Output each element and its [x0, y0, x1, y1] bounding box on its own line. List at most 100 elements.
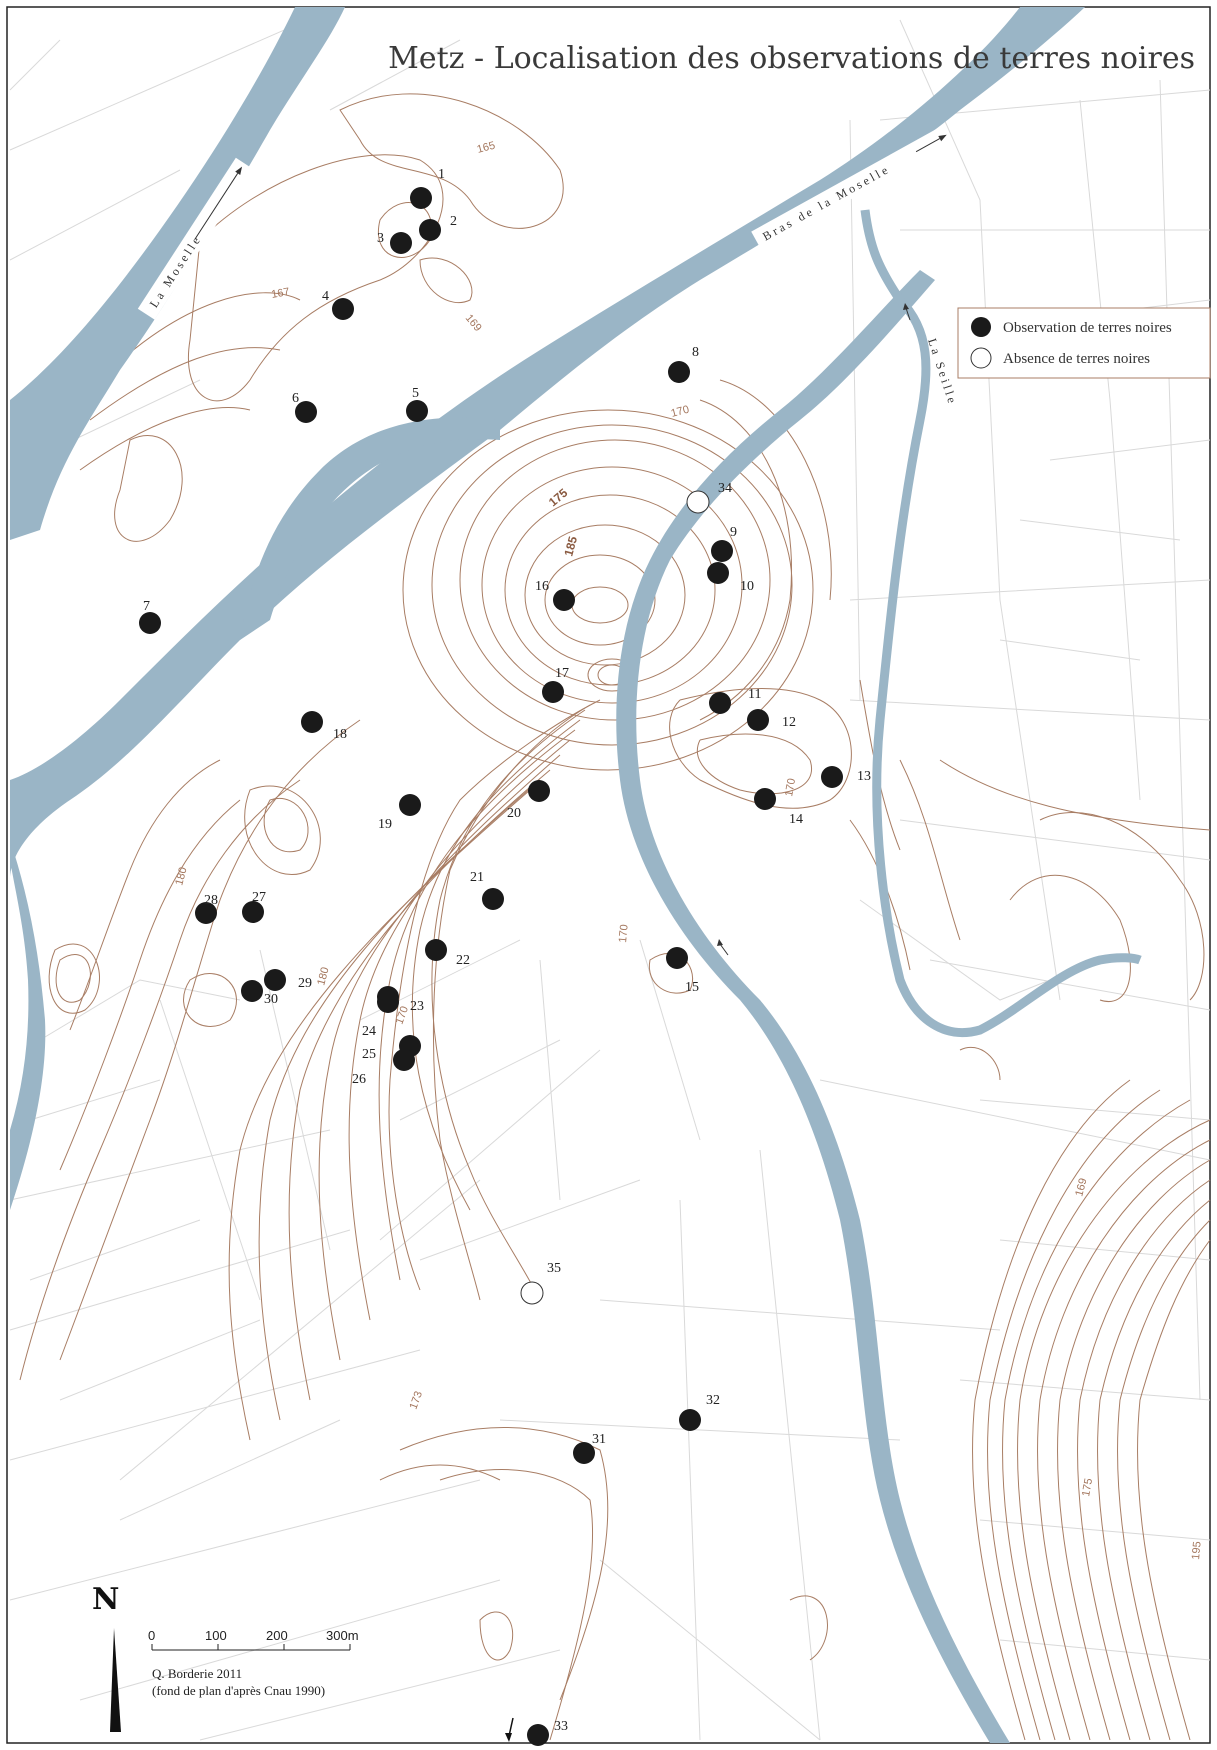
observation-label: 12: [782, 715, 796, 730]
observation-marker-present: [241, 980, 263, 1002]
map-title: Metz - Localisation des observations de …: [388, 41, 1195, 76]
observation-marker-present: [679, 1409, 701, 1431]
observation-label: 9: [730, 525, 737, 540]
observation-label: 8: [692, 345, 699, 360]
observation-marker-present: [195, 902, 217, 924]
south-arrow: [717, 939, 729, 956]
observation-marker-absent: [686, 490, 710, 514]
scale-tick-label: 100: [205, 1628, 227, 1643]
observation-label: 24: [362, 1024, 376, 1039]
observation-marker-absent: [520, 1281, 544, 1305]
observation-label: 20: [507, 806, 521, 821]
observation-label: 23: [410, 999, 424, 1014]
contour-label: 167: [270, 286, 290, 301]
contour-label: 195: [1190, 1541, 1204, 1560]
observation-marker-present: [377, 991, 399, 1013]
observation-label: 17: [555, 666, 569, 681]
observation-marker-present: [821, 766, 843, 788]
observation-label: 30: [264, 992, 278, 1007]
scale-tick-label: 0: [148, 1628, 155, 1643]
river-moselle-lower: [10, 840, 46, 1210]
legend-absent-label: Absence de terres noires: [1003, 351, 1150, 367]
legend-marker-absent: [970, 347, 992, 369]
contour-label: 170: [617, 924, 631, 943]
observation-label: 2: [450, 214, 457, 229]
observation-marker-present: [406, 400, 428, 422]
observation-marker-present: [264, 969, 286, 991]
observation-label: 25: [362, 1047, 376, 1062]
legend: Observation de terres noires Absence de …: [957, 307, 1211, 379]
observation-label: 11: [748, 687, 761, 702]
observation-marker-present: [527, 1724, 549, 1746]
river-seille: [860, 209, 1142, 1038]
observation-marker-present: [709, 692, 731, 714]
observation-marker-present: [399, 794, 421, 816]
contour-label: 185: [561, 534, 580, 557]
observation-label: 5: [412, 386, 419, 401]
observation-marker-present: [542, 681, 564, 703]
observation-marker-present: [482, 888, 504, 910]
contour-label: 180: [315, 966, 331, 987]
observation-label: 4: [322, 289, 329, 304]
credit-author: Q. Borderie 2011: [152, 1666, 242, 1681]
contour-label: 173: [408, 1390, 426, 1411]
observation-label: 28: [204, 893, 218, 908]
observation-marker-present: [711, 540, 733, 562]
observation-marker-present: [553, 589, 575, 611]
contour-label: 165: [476, 140, 497, 156]
observation-label: 13: [857, 769, 871, 784]
observation-marker-present: [332, 298, 354, 320]
observation-marker-present: [754, 788, 776, 810]
contour-lines: [19, 93, 1211, 1741]
central-hill: [402, 409, 814, 771]
observation-marker-present: [666, 947, 688, 969]
legend-present-label: Observation de terres noires: [1003, 320, 1172, 336]
observation-label: 32: [706, 1393, 720, 1408]
contour-label: 180: [173, 866, 189, 887]
observation-label: 14: [789, 812, 803, 827]
observation-marker-present: [707, 562, 729, 584]
observation-label: 16: [535, 579, 549, 594]
scale-tick-label: 300m: [326, 1628, 359, 1643]
contour-label: 170: [394, 1005, 412, 1026]
observation-marker-present: [301, 711, 323, 733]
river-bras-moselle: [10, 7, 1085, 880]
observation-marker-present: [668, 361, 690, 383]
observation-marker-present: [390, 232, 412, 254]
north-label: N: [92, 1582, 119, 1617]
north-arrow-icon: [110, 1628, 121, 1732]
observation-marker-present: [528, 780, 550, 802]
scale-bar: 0 100 200 300m: [148, 1628, 359, 1651]
observation-label: 22: [456, 953, 470, 968]
river-island-arm: [240, 417, 500, 640]
observation-label: 33: [554, 1719, 568, 1734]
scale-tick-label: 200: [266, 1628, 288, 1643]
contour-labels: 165 167 169 170 175 185 170 170 180 180 …: [173, 140, 1203, 1561]
observation-marker-present: [419, 219, 441, 241]
observation-label: 7: [143, 599, 150, 614]
observation-label: 18: [333, 727, 347, 742]
observation-label: 19: [378, 817, 392, 832]
seille-arrow: [903, 303, 911, 321]
observation-marker-present: [425, 939, 447, 961]
observation-label: 10: [740, 579, 754, 594]
map-frame: [6, 6, 1211, 1744]
observation-markers: 1234567891011121314151617181920212223242…: [139, 167, 871, 1746]
observation-marker-present: [573, 1442, 595, 1464]
observation-label: 27: [252, 890, 266, 905]
observation-label: 35: [547, 1261, 561, 1276]
observation-label: 1: [438, 167, 445, 182]
credit-source: (fond de plan d'après Cnau 1990): [152, 1683, 325, 1698]
observation-marker-present: [410, 187, 432, 209]
observation-marker-present: [747, 709, 769, 731]
observation-label: 6: [292, 391, 299, 406]
observation-label: 21: [470, 870, 484, 885]
observation-label: 34: [718, 481, 732, 496]
observation-label: 29: [298, 976, 312, 991]
arrow-33: [505, 1717, 514, 1742]
observation-marker-present: [393, 1049, 415, 1071]
contour-label: 169: [1073, 1177, 1089, 1198]
north-arrow: N: [92, 1582, 121, 1732]
